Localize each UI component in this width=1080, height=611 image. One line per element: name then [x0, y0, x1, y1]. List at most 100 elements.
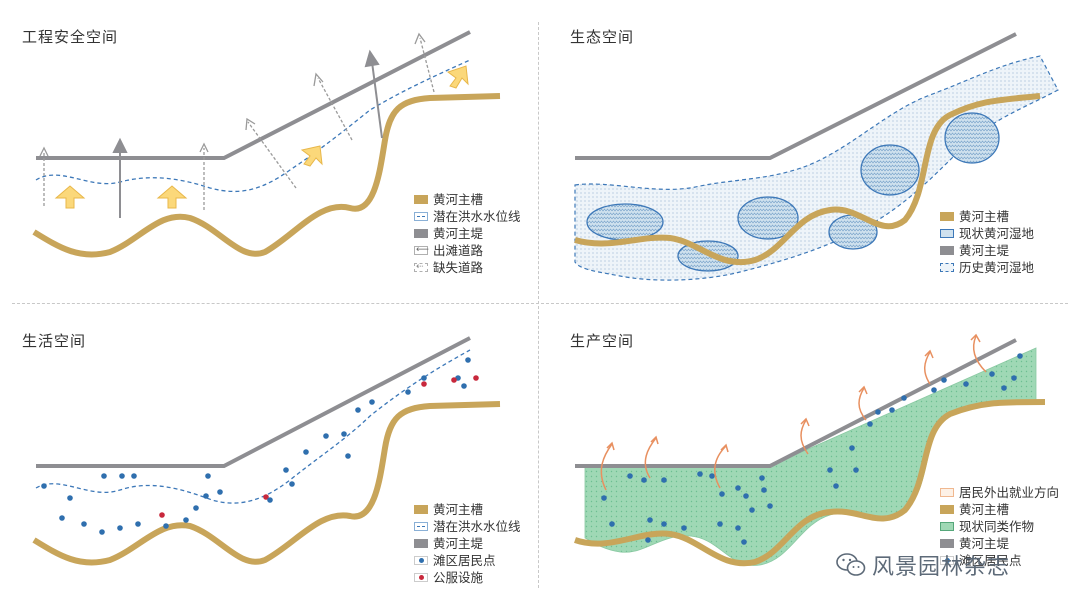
resident-dot: [697, 471, 703, 477]
legend-item-channel: 黄河主槽: [414, 501, 521, 518]
legend-item-levee: 黄河主堤: [414, 535, 521, 552]
channel-swatch-icon: [940, 505, 954, 514]
resident-dot: [833, 483, 839, 489]
exit-road-arrows: [112, 49, 383, 218]
resident-dot: [901, 395, 907, 401]
legend-item-employment: 居民外出就业方向: [940, 484, 1059, 501]
resident-dot: [767, 503, 773, 509]
resident-dot: [601, 495, 607, 501]
legend-item-flood-line: 潜在洪水水位线: [414, 518, 521, 535]
resident-dot: [849, 445, 855, 451]
resident-dot: [355, 407, 361, 413]
public-facility-dot: [451, 377, 457, 383]
employment-direction-arrows: [600, 335, 987, 491]
resident-dot: [131, 473, 137, 479]
legend-item-facility: 公服设施: [414, 569, 521, 586]
resident-dot: [101, 473, 107, 479]
resident-dot: [735, 525, 741, 531]
panel-divider-vertical: [538, 22, 539, 588]
legend-label: 出滩道路: [433, 243, 484, 258]
resident-dot: [303, 449, 309, 455]
crop-swatch-icon: [940, 522, 954, 531]
panel-title-production: 生产空间: [570, 332, 635, 350]
channel-swatch-icon: [414, 195, 428, 204]
panel-title-living: 生活空间: [22, 332, 87, 350]
legend-item-flood-line: 潜在洪水水位线: [414, 208, 521, 225]
resident-dot: [759, 475, 765, 481]
resident-dot: [719, 491, 725, 497]
legend-item-resident: 滩区居民点: [414, 552, 521, 569]
resident-dot: [827, 467, 833, 473]
legend-label: 黄河主堤: [959, 536, 1010, 551]
public-facility-dot: [473, 375, 479, 381]
resident-dot: [609, 521, 615, 527]
resident-dot: [465, 357, 471, 363]
resident-dot: [117, 525, 123, 531]
legend-label: 潜在洪水水位线: [433, 519, 521, 534]
legend-label: 黄河主堤: [959, 243, 1010, 258]
legend-label: 公服设施: [433, 570, 484, 585]
employment-swatch-icon: [940, 488, 954, 497]
levee-swatch-icon: [414, 539, 428, 548]
legend-living: 黄河主槽 潜在洪水水位线 黄河主堤 滩区居民点 公服设施: [414, 501, 521, 586]
resident-dot: [963, 381, 969, 387]
resident-dot: [627, 473, 633, 479]
resident-swatch-icon: [414, 556, 428, 565]
resident-dot: [749, 507, 755, 513]
panel-title-engineering: 工程安全空间: [22, 28, 119, 46]
resident-dot: [217, 489, 223, 495]
historic-wetland-swatch-icon: [940, 263, 954, 272]
resident-dot: [345, 453, 351, 459]
current-wetlands: [586, 112, 1000, 272]
resident-dot: [735, 485, 741, 491]
resident-dot: [709, 473, 715, 479]
legend-label: 黄河主堤: [433, 536, 484, 551]
resident-dot: [989, 371, 995, 377]
legend-label: 黄河主堤: [433, 226, 484, 241]
resident-dot: [369, 399, 375, 405]
resident-dot: [135, 521, 141, 527]
resident-dot: [641, 477, 647, 483]
legend-item-channel: 黄河主槽: [414, 191, 521, 208]
historic-wetland: [574, 55, 1059, 281]
legend-item-channel: 黄河主槽: [940, 208, 1034, 225]
potential-flood-line: [35, 349, 471, 504]
legend-engineering: 黄河主槽 潜在洪水水位线 黄河主堤 出滩道路 缺失道路: [414, 191, 521, 276]
legend-label: 滩区居民点: [959, 553, 1022, 568]
resident-dot: [1001, 385, 1007, 391]
levee-swatch-icon: [940, 539, 954, 548]
legend-label: 缺失道路: [433, 260, 484, 275]
legend-label: 黄河主槽: [959, 502, 1010, 517]
legend-label: 历史黄河湿地: [959, 260, 1035, 275]
legend-label: 潜在洪水水位线: [433, 209, 521, 224]
resident-dot: [289, 481, 295, 487]
legend-label: 黄河主槽: [433, 502, 484, 517]
resident-dot: [875, 409, 881, 415]
legend-label: 滩区居民点: [433, 553, 496, 568]
resident-dot: [889, 407, 895, 413]
legend-item-historic-wetland: 历史黄河湿地: [940, 259, 1034, 276]
resident-dot: [853, 467, 859, 473]
wechat-icon: [836, 553, 866, 576]
legend-item-crop: 现状同类作物: [940, 518, 1059, 535]
legend-label: 黄河主槽: [433, 192, 484, 207]
panel-living: [32, 336, 501, 566]
resident-dot: [81, 521, 87, 527]
resident-dot: [267, 497, 273, 503]
resident-dot: [761, 487, 767, 493]
resident-dot: [421, 375, 427, 381]
resident-dot: [183, 517, 189, 523]
current-wetland-swatch-icon: [940, 229, 954, 238]
resident-dot: [119, 473, 125, 479]
legend-item-current-wetland: 现状黄河湿地: [940, 225, 1034, 242]
facility-swatch-icon: [414, 573, 428, 582]
levee-swatch-icon: [414, 229, 428, 238]
resident-dot: [661, 521, 667, 527]
watermark-text: 风景园林杂志: [872, 555, 1011, 580]
main-levee: [575, 32, 1017, 160]
exit-road-swatch-icon: [414, 242, 429, 259]
panel-title-ecology: 生态空间: [570, 28, 635, 46]
resident-dot: [99, 529, 105, 535]
missing-road-swatch-icon: [414, 259, 428, 276]
